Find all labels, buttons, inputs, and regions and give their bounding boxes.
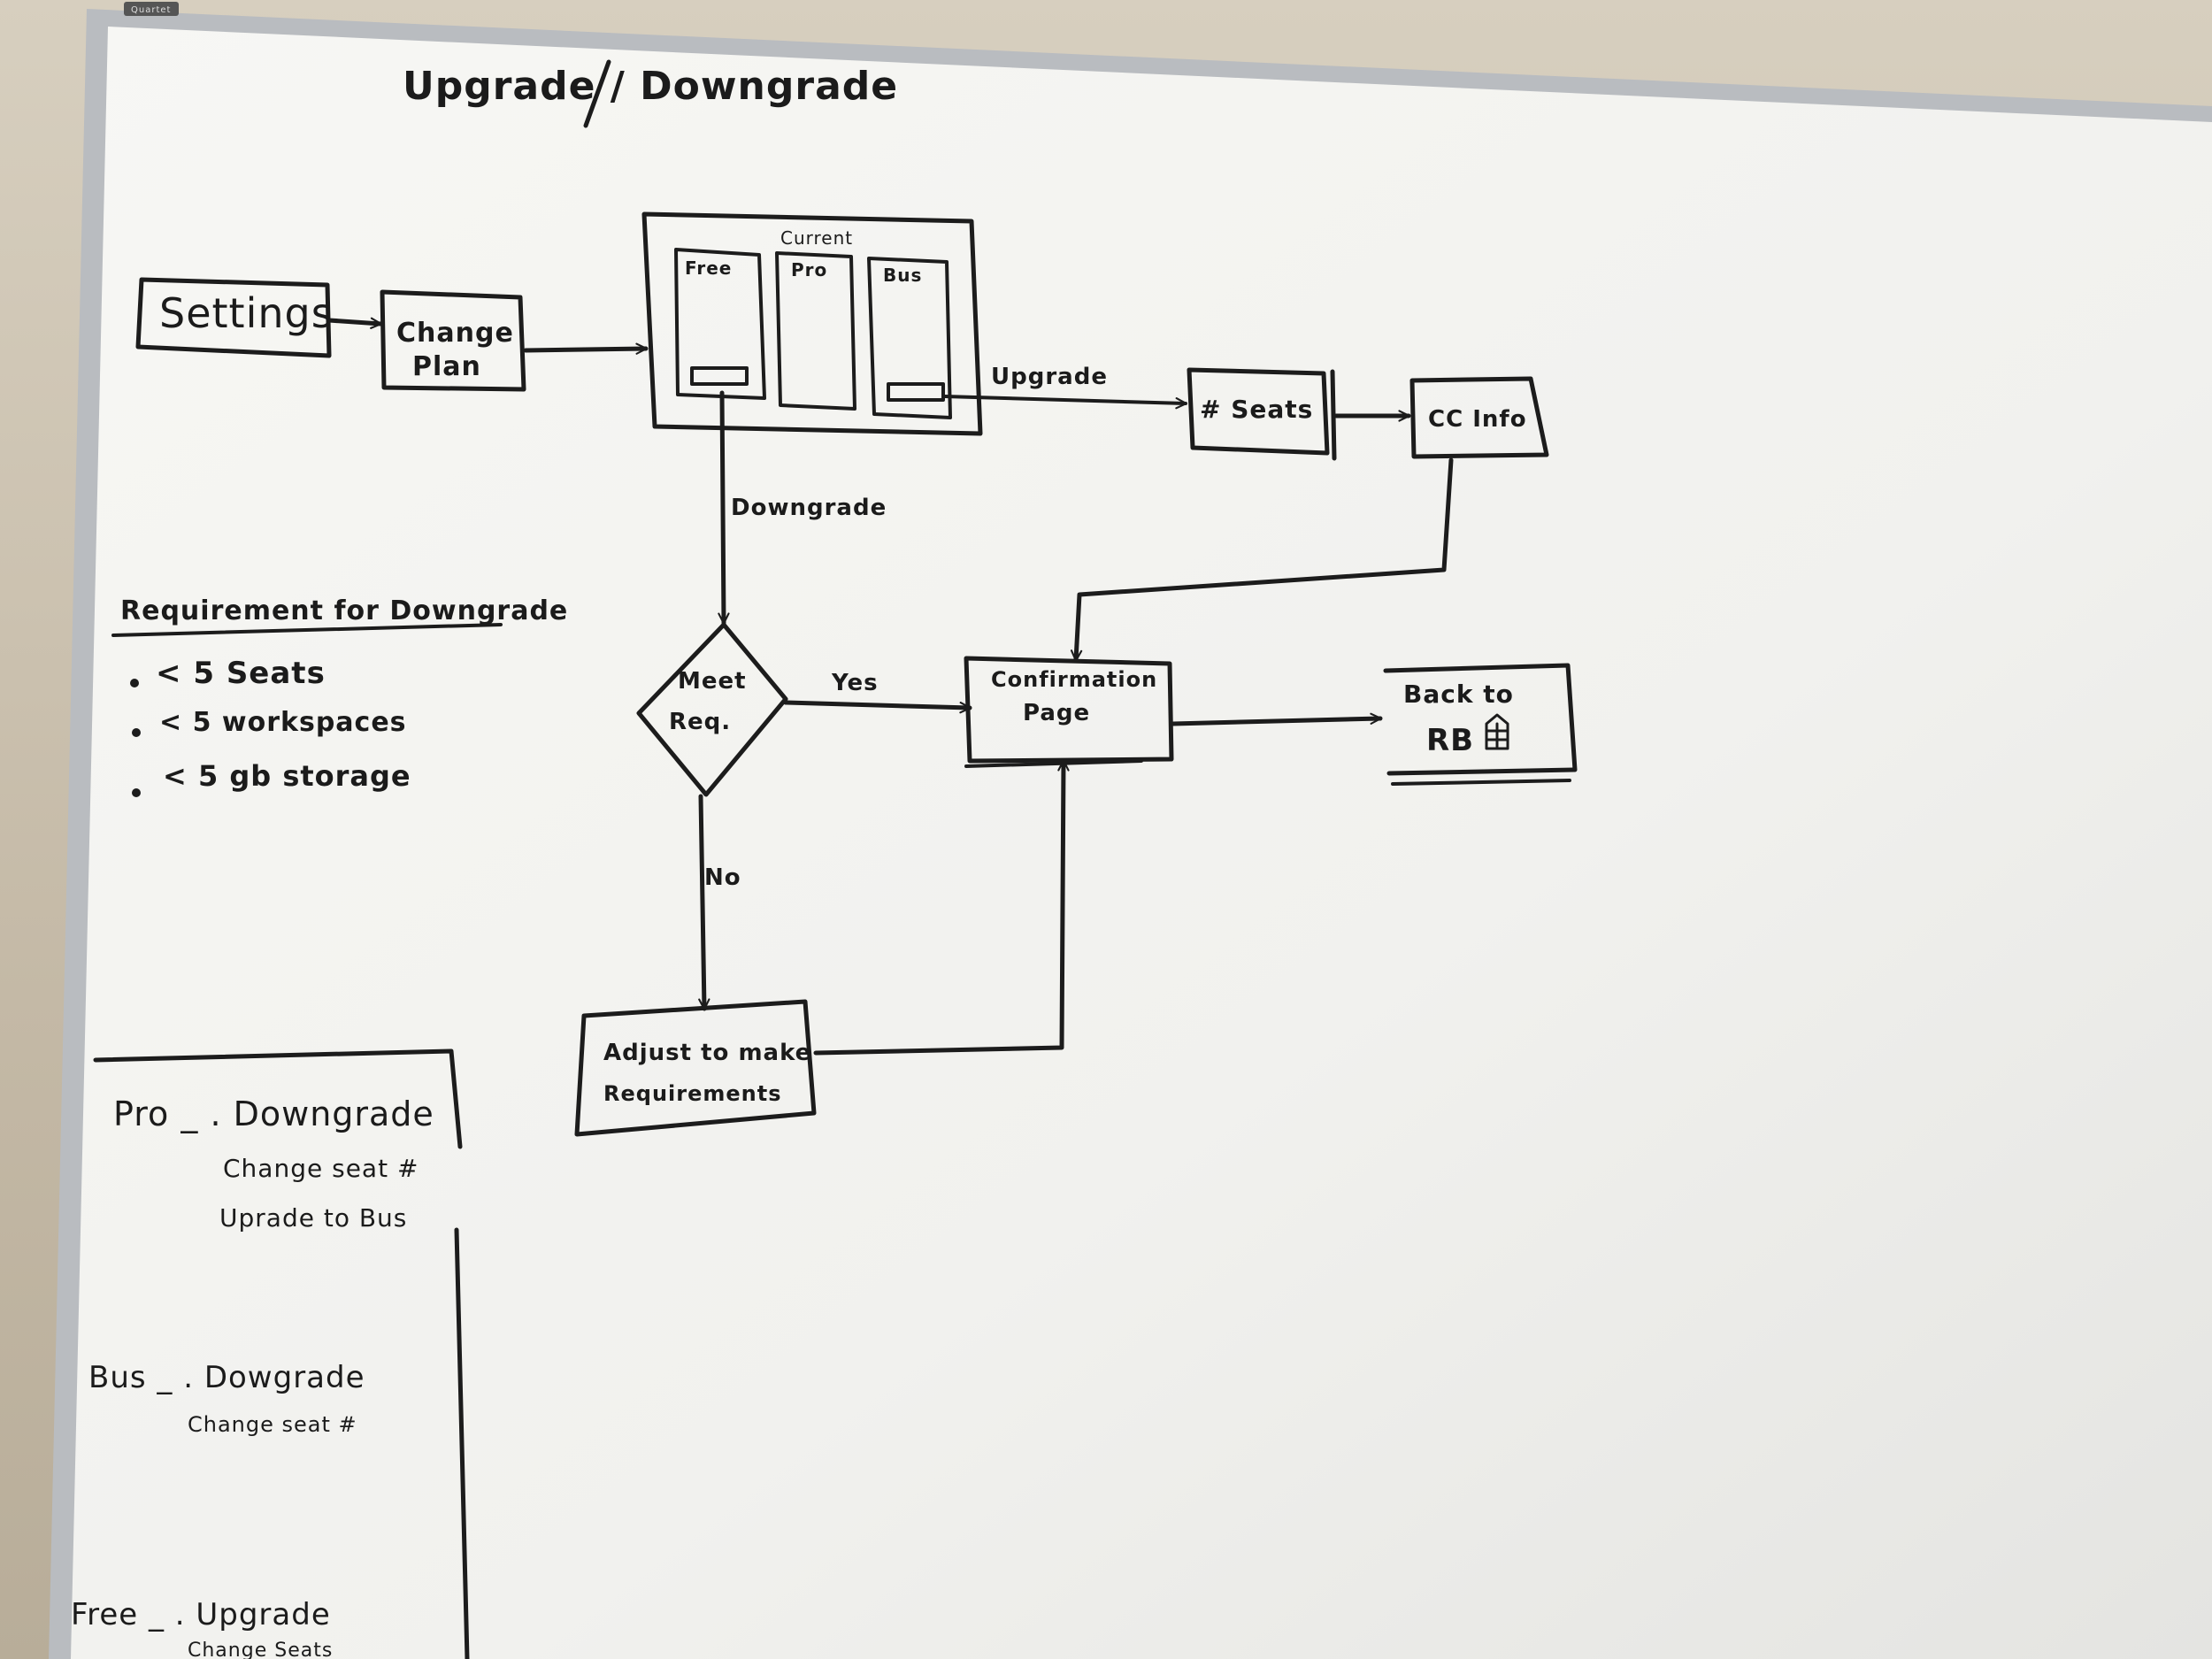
seats-node: # Seats: [1187, 367, 1337, 461]
no-edge-label: No: [704, 864, 741, 891]
downgrade-edge: [718, 390, 730, 626]
cc-info-node: CC Info: [1409, 376, 1549, 459]
change-to-plans-arrow: [523, 342, 649, 355]
notes-panel: Pro _ . Downgrade Change seat # Uprade t…: [71, 1048, 470, 1659]
adjust-node: Adjust to make Requirements: [574, 999, 817, 1137]
brand-label: Quartet: [131, 5, 171, 15]
requirement-item: < 5 Seats: [156, 656, 326, 691]
no-edge: [698, 794, 710, 1011]
cc-to-confirmation-edge: [1070, 457, 1454, 663]
building-icon: [1485, 713, 1509, 750]
requirement-bullet: [130, 679, 139, 687]
plan-bus-column: [867, 257, 952, 419]
diagram-title: Upgrade / Downgrade: [403, 64, 898, 109]
pro-notes-heading: Pro _ . Downgrade: [113, 1094, 434, 1133]
plan-free-button: [690, 366, 749, 386]
plan-free-label: Free: [685, 257, 732, 279]
downgrade-edge-label: Downgrade: [731, 495, 887, 521]
board-surface: [71, 27, 2212, 1659]
bus-notes-item: Change seat #: [188, 1412, 357, 1437]
meet-req-line2: Req.: [669, 709, 731, 735]
meet-req-line1: Meet: [678, 668, 747, 695]
bus-notes-heading: Bus _ . Dowgrade: [88, 1360, 365, 1395]
requirements-list: Requirement for Downgrade < 5 Seats < 5 …: [111, 595, 568, 797]
settings-label: Settings: [159, 289, 334, 337]
confirmation-node: Confirmation Page: [964, 656, 1174, 768]
plan-pro-column: [775, 251, 856, 411]
adjust-line2: Requirements: [603, 1081, 782, 1106]
change-plan-line1: Change: [396, 318, 514, 349]
settings-node: Settings: [135, 277, 334, 358]
back-to-line2: RB: [1426, 723, 1474, 758]
change-plan-node: Change Plan: [380, 289, 526, 392]
confirmation-to-back-arrow: [1171, 712, 1383, 726]
yes-edge: [783, 700, 972, 714]
meet-req-decision: Meet Req.: [636, 622, 788, 797]
plans-box-heading: Current: [780, 227, 853, 249]
yes-edge-label: Yes: [831, 670, 879, 696]
confirmation-line1: Confirmation: [991, 667, 1157, 692]
settings-to-change-arrow: [326, 317, 383, 329]
requirements-heading: Requirement for Downgrade: [120, 595, 568, 626]
free-notes-item: Change Seats: [188, 1640, 333, 1659]
requirement-bullet: [132, 788, 141, 797]
adjust-line1: Adjust to make: [603, 1040, 811, 1066]
requirement-bullet: [132, 728, 141, 737]
requirement-item: < 5 gb storage: [163, 759, 411, 793]
plan-pro-label: Pro: [791, 259, 827, 280]
back-to-rb-node: Back to RB: [1383, 663, 1578, 786]
back-to-line1: Back to: [1403, 680, 1514, 709]
brand-badge: [124, 2, 179, 16]
title-slash: [583, 59, 611, 128]
adjust-to-confirmation-edge: [813, 758, 1070, 1056]
upgrade-edge: [943, 395, 1187, 410]
requirement-item: < 5 workspaces: [159, 707, 407, 738]
pro-notes-item: Change seat #: [223, 1154, 419, 1183]
upgrade-edge-label: Upgrade: [991, 364, 1108, 390]
free-notes-heading: Free _ . Upgrade: [71, 1597, 331, 1632]
confirmation-line2: Page: [1023, 700, 1090, 726]
seats-label: # Seats: [1200, 395, 1313, 424]
plan-bus-label: Bus: [883, 265, 922, 286]
plan-bus-button: [887, 382, 945, 402]
plan-free-column: [674, 248, 766, 400]
cc-info-label: CC Info: [1428, 406, 1527, 433]
change-plan-line2: Plan: [412, 351, 481, 382]
pro-notes-item: Uprade to Bus: [219, 1203, 407, 1233]
plans-box: Current Free Pro Bus: [641, 211, 983, 436]
